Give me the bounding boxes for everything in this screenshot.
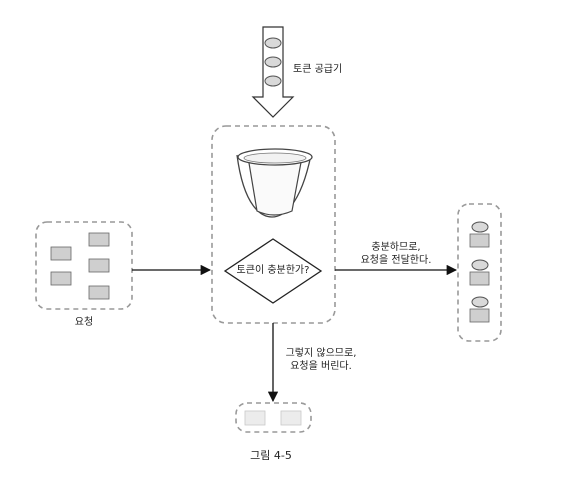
supplier-tokens [264, 37, 282, 87]
token-supplier-label: 토큰 공급기 [293, 64, 343, 75]
token-supplier [251, 26, 295, 118]
requests-group [35, 221, 133, 310]
forwarded-request-box [469, 271, 490, 286]
drop-note: 그렇지 않으므로, 요청을 버린다. [256, 347, 386, 373]
drop-note-line2: 요청을 버린다. [290, 361, 352, 372]
requests-label: 요청 [74, 317, 94, 328]
figure-caption: 그림 4-5 [250, 449, 292, 462]
dropped-group [235, 402, 312, 433]
decision-diamond [223, 238, 323, 304]
token [471, 221, 489, 233]
forwarded-request-box [469, 308, 490, 323]
forward-note-line1: 충분하므로, [371, 242, 421, 253]
token [471, 259, 489, 271]
forward-note: 충분하므로, 요청을 전달한다. [346, 241, 446, 267]
bucket-icon [236, 148, 313, 218]
forwarded-requests [469, 221, 490, 323]
drop-note-line1: 그렇지 않으므로, [285, 348, 357, 359]
dropped-requests [244, 410, 302, 426]
request-box [88, 285, 110, 300]
request-box [88, 232, 110, 247]
request-box [88, 258, 110, 273]
token [471, 296, 489, 308]
token [264, 75, 282, 87]
forwarded-group [457, 203, 502, 342]
decision-label: 토큰이 충분한가? [236, 265, 310, 276]
dropped-request-box [244, 410, 266, 426]
forwarded-request-box [469, 233, 490, 248]
request-box [50, 246, 72, 261]
request-box [50, 271, 72, 286]
down-arrow-icon [251, 26, 295, 118]
token [264, 37, 282, 49]
request-boxes [50, 232, 110, 300]
token [264, 56, 282, 68]
dropped-request-box [280, 410, 302, 426]
forward-note-line2: 요청을 전달한다. [360, 255, 432, 266]
